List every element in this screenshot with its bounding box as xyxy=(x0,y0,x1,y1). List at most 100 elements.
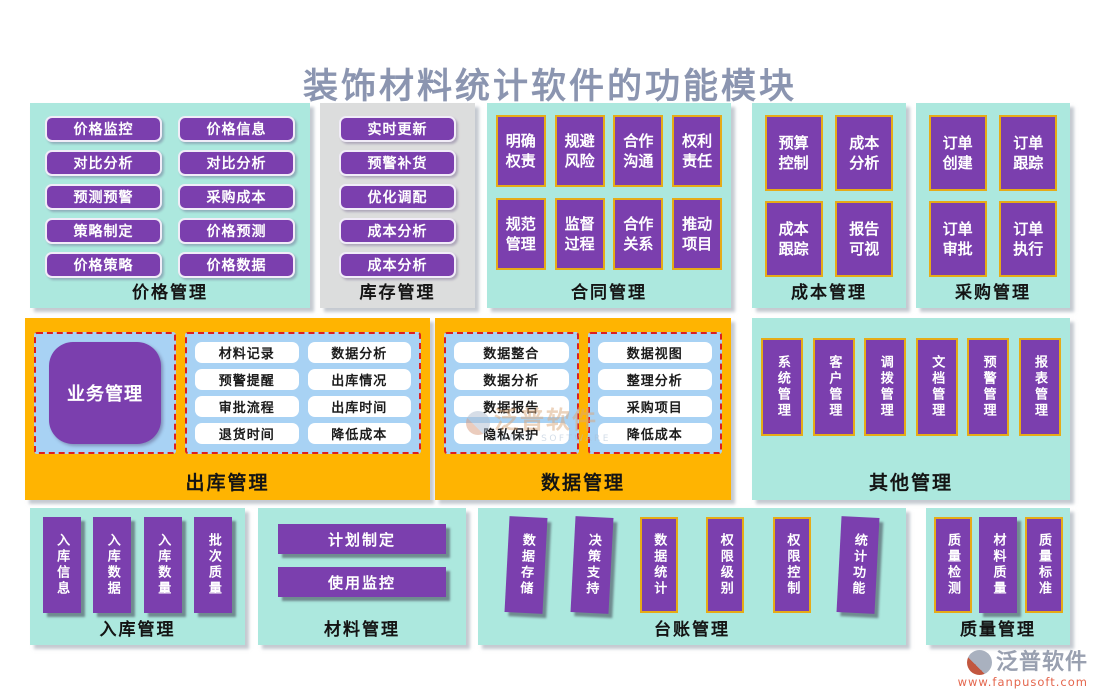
module-button: 计划制定 xyxy=(278,524,446,554)
panel-title: 成本管理 xyxy=(791,283,867,303)
panel-ledger-management: 数据存储 决策支持 数据统计 权限级别 权限控制 统计功能 台账管理 xyxy=(478,508,906,645)
module-button: 系统管理 xyxy=(761,338,804,436)
module-button: 入库数量 xyxy=(143,517,182,613)
module-button: 审批流程 xyxy=(195,396,299,417)
module-button: 对比分析 xyxy=(45,150,162,176)
purchase-button-grid: 订单创建 订单跟踪 订单审批 订单执行 xyxy=(916,103,1070,277)
module-button: 批次质量 xyxy=(194,517,233,613)
panel-contract-management: 明确权责 规避风险 合作沟通 权利责任 规范管理 监督过程 合作关系 推动项目 … xyxy=(487,103,731,308)
module-button: 订单创建 xyxy=(928,115,987,191)
business-management-hub: 业务管理 xyxy=(49,342,161,444)
other-button-row: 系统管理 客户管理 调拨管理 文档管理 预警管理 报表管理 xyxy=(752,318,1070,436)
module-button: 数据分析 xyxy=(307,342,411,363)
diagram-title: 装饰材料统计软件的功能模块 xyxy=(302,67,797,107)
module-button: 使用监控 xyxy=(278,567,446,597)
module-button: 出库时间 xyxy=(307,396,411,417)
module-button: 监督过程 xyxy=(554,198,605,270)
module-button: 明确权责 xyxy=(495,115,546,187)
module-button: 预警补货 xyxy=(339,150,456,176)
data-body: 数据整合 数据分析 数据报告 隐私保护 数据视图 整理分析 采购项目 降低成本 xyxy=(435,318,731,454)
module-button: 优化调配 xyxy=(339,184,456,210)
material-button-column: 计划制定 使用监控 xyxy=(258,508,466,597)
module-button: 推动项目 xyxy=(672,198,723,270)
data-right-box: 数据视图 整理分析 采购项目 降低成本 xyxy=(587,332,722,454)
module-button: 报告可视 xyxy=(835,201,894,277)
module-button: 降低成本 xyxy=(597,423,712,444)
module-button: 规范管理 xyxy=(495,198,546,270)
module-button: 入库数据 xyxy=(93,517,132,613)
outbound-body: 业务管理 材料记录 预警提醒 审批流程 退货时间 数据分析 出库情况 出库时间 … xyxy=(25,318,430,454)
module-button: 数据视图 xyxy=(597,342,712,363)
module-button: 实时更新 xyxy=(339,116,456,142)
module-button: 材料质量 xyxy=(979,517,1017,613)
module-button: 数据存储 xyxy=(504,516,548,614)
module-button: 订单跟踪 xyxy=(999,115,1058,191)
module-button: 预测预警 xyxy=(45,184,162,210)
module-button: 权限控制 xyxy=(772,517,811,613)
module-button: 规避风险 xyxy=(554,115,605,187)
panel-purchase-management: 订单创建 订单跟踪 订单审批 订单执行 采购管理 xyxy=(916,103,1070,308)
module-button: 订单执行 xyxy=(999,201,1058,277)
inbound-button-row: 入库信息 入库数据 入库数量 批次质量 xyxy=(30,508,245,613)
panel-title: 价格管理 xyxy=(132,283,208,303)
module-button: 降低成本 xyxy=(307,423,411,444)
module-button: 采购成本 xyxy=(178,184,295,210)
outbound-button-box: 材料记录 预警提醒 审批流程 退货时间 数据分析 出库情况 出库时间 降低成本 xyxy=(185,332,421,454)
module-button: 对比分析 xyxy=(178,150,295,176)
module-button: 价格数据 xyxy=(178,252,295,278)
ledger-button-row: 数据存储 决策支持 数据统计 权限级别 权限控制 统计功能 xyxy=(478,508,906,614)
module-button: 合作关系 xyxy=(613,198,664,270)
contract-button-grid: 明确权责 规避风险 合作沟通 权利责任 规范管理 监督过程 合作关系 推动项目 xyxy=(487,103,731,270)
module-button: 成本跟踪 xyxy=(764,201,823,277)
fanpu-logo-icon xyxy=(966,650,992,675)
module-button: 合作沟通 xyxy=(613,115,664,187)
module-button: 订单审批 xyxy=(928,201,987,277)
panel-title: 出库管理 xyxy=(185,472,270,494)
module-button: 数据统计 xyxy=(639,517,678,613)
module-button: 价格信息 xyxy=(178,116,295,142)
business-hub-box: 业务管理 xyxy=(34,332,176,454)
module-button: 权利责任 xyxy=(672,115,723,187)
module-button: 质量检测 xyxy=(933,517,972,613)
module-button: 价格监控 xyxy=(45,116,162,142)
inventory-button-column: 实时更新 预警补货 优化调配 成本分析 成本分析 xyxy=(320,103,475,278)
panel-title: 数据管理 xyxy=(540,472,625,494)
module-button: 报表管理 xyxy=(1018,338,1061,436)
panel-title: 入库管理 xyxy=(99,620,176,640)
module-button: 数据整合 xyxy=(454,342,569,363)
data-left-box: 数据整合 数据分析 数据报告 隐私保护 xyxy=(444,332,579,454)
panel-material-management: 计划制定 使用监控 材料管理 xyxy=(258,508,466,645)
module-button: 隐私保护 xyxy=(454,423,569,444)
module-button: 预警提醒 xyxy=(195,369,299,390)
panel-title: 采购管理 xyxy=(955,283,1031,303)
cost-button-grid: 预算控制 成本分析 成本跟踪 报告可视 xyxy=(752,103,906,277)
panel-inbound-management: 入库信息 入库数据 入库数量 批次质量 入库管理 xyxy=(30,508,245,645)
module-button: 整理分析 xyxy=(597,369,712,390)
panel-price-management: 价格监控 对比分析 预测预警 策略制定 价格策略 价格信息 对比分析 采购成本 … xyxy=(30,103,310,308)
panel-title: 合同管理 xyxy=(571,283,647,303)
module-button: 价格策略 xyxy=(45,252,162,278)
panel-outbound-management: 业务管理 材料记录 预警提醒 审批流程 退货时间 数据分析 出库情况 出库时间 … xyxy=(25,318,430,500)
panel-other-management: 系统管理 客户管理 调拨管理 文档管理 预警管理 报表管理 其他管理 xyxy=(752,318,1070,500)
module-button: 统计功能 xyxy=(836,516,880,614)
module-button: 退货时间 xyxy=(195,423,299,444)
panel-quality-management: 质量检测 材料质量 质量标准 质量管理 xyxy=(926,508,1070,645)
module-button: 预算控制 xyxy=(764,115,823,191)
panel-data-management: 数据整合 数据分析 数据报告 隐私保护 数据视图 整理分析 采购项目 降低成本 … xyxy=(435,318,731,500)
module-button: 客户管理 xyxy=(812,338,855,436)
module-button: 成本分析 xyxy=(339,252,456,278)
module-button: 材料记录 xyxy=(195,342,299,363)
panel-title: 库存管理 xyxy=(359,283,436,303)
logo-url-text: www.fanpusoft.com xyxy=(957,675,1088,689)
fanpu-logo: 泛普软件 www.fanpusoft.com xyxy=(958,650,1088,689)
panel-cost-management: 预算控制 成本分析 成本跟踪 报告可视 成本管理 xyxy=(752,103,906,308)
module-button: 价格预测 xyxy=(178,218,295,244)
module-button: 数据报告 xyxy=(454,396,569,417)
quality-button-row: 质量检测 材料质量 质量标准 xyxy=(926,508,1070,613)
panel-title: 台账管理 xyxy=(654,620,730,640)
module-button: 数据分析 xyxy=(454,369,569,390)
panel-title: 质量管理 xyxy=(960,620,1036,640)
module-button: 权限级别 xyxy=(706,517,745,613)
module-button: 入库信息 xyxy=(42,517,81,613)
module-button: 策略制定 xyxy=(45,218,162,244)
